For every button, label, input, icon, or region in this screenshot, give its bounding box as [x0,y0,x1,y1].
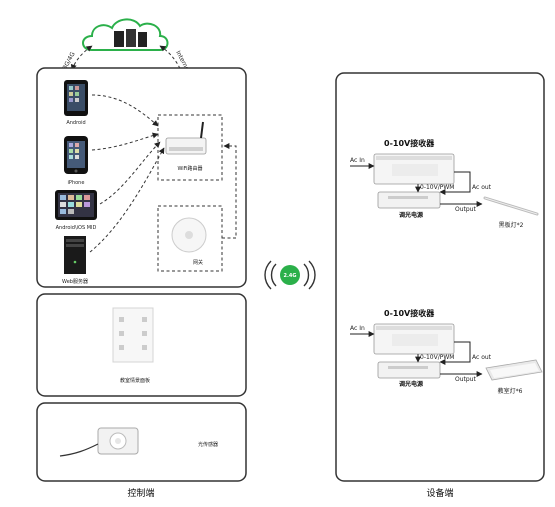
wireless-badge-label: 2.4G [284,273,297,279]
output-label-1: Output [455,206,476,213]
receiver-device-1 [373,153,455,185]
receiver-label-2: 0-10V接收器 [384,308,435,318]
iphone-icon [64,136,88,174]
device-side-panel [335,72,545,482]
ac-in-label-1: Ac In [350,157,365,164]
output-label-2: Output [455,376,476,383]
ac-in-label-2: Ac In [350,325,365,332]
lamp-label-2: 教室灯*6 [498,387,523,395]
lamp-label-1: 黑板灯*2 [499,221,524,229]
android-phone-icon [64,80,88,116]
control-side-title: 控制端 [127,487,154,499]
link-cloud-mobile [70,45,93,71]
link-iphone-router [91,132,159,151]
receiver-group-2: 0-10V接收器 Ac In 调光电源 0-10V/PWM Ac out Out… [350,308,543,395]
light-sensor-label: 光传感器 [198,441,218,448]
wireless-2-4g-icon [264,260,316,290]
light-sensor-icon [59,427,139,457]
receiver-device-2 [373,323,455,355]
link-android-router [91,94,159,127]
scene-panel-icon [112,307,154,363]
ac-out-wire-1 [439,171,471,195]
power-supply-label-2: 调光电源 [399,380,423,388]
receiver-label-1: 0-10V接收器 [384,138,435,148]
router-label: WiFi路由器 [177,165,202,172]
ac-out-wire-2 [439,341,471,365]
sensor-panel-box [36,402,247,482]
signal-label-1: 0-10V/PWM [420,184,454,191]
panel-lamp-icon [485,359,543,381]
power-supply-1 [377,191,441,209]
iphone-label: iPhone [68,180,85,186]
android-label: Android [66,120,85,126]
tablet-icon [55,190,97,220]
server-icon [64,236,86,274]
tablet-label: Android\iOS MID [56,225,97,231]
ac-out-label-2: Ac out [472,354,492,361]
cloud-icon [82,18,169,51]
server-label: Web服务器 [62,278,88,285]
link-tablet-router [99,141,161,205]
link-gateway-router [222,143,237,239]
device-side-title: 设备端 [426,487,453,499]
power-supply-label-1: 调光电源 [399,211,423,219]
tube-lamp-icon [483,196,539,216]
link-server-router [89,147,165,253]
ac-out-label-1: Ac out [472,184,492,191]
wifi-router-box [157,114,223,181]
receiver-group-1: 0-10V接收器 Ac In 调光电源 0-10V/PWM Ac out Out… [350,138,539,229]
gateway-label: 网关 [193,259,203,266]
scene-panel-label: 教室情景面板 [120,377,150,384]
signal-label-2: 0-10V/PWM [420,354,454,361]
power-supply-2 [377,361,441,379]
